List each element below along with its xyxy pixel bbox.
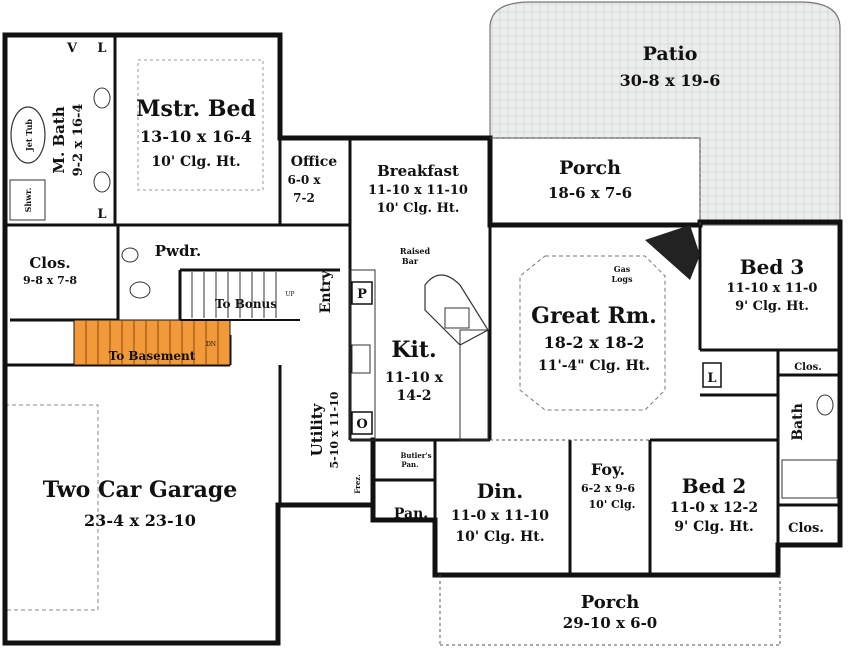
lavatory-1 (93, 87, 111, 109)
master-bath-name: M. Bath (50, 106, 68, 173)
cooktop (351, 344, 371, 374)
kitchen-dims1: 11-10 x (385, 370, 444, 386)
dn-label: DN (206, 341, 216, 348)
master-ceiling-outline (137, 59, 264, 191)
master-bath-v: V (66, 41, 78, 56)
master-bath-l: L (97, 41, 106, 56)
great-room-ceiling: 11'-4" Clg. Ht. (538, 358, 650, 374)
bath-label: Bath (790, 403, 806, 441)
patio-area (489, 1, 841, 226)
fireplace (645, 225, 700, 280)
up-label: UP (285, 291, 294, 298)
breakfast-ceiling: 10' Clg. Ht. (377, 201, 460, 216)
gas-logs-line2: Logs (611, 274, 633, 284)
utility-name: Utility (308, 402, 326, 456)
master-bath-l2: L (97, 207, 106, 222)
office-dims2: 7-2 (293, 191, 315, 205)
freezer-label: Frez. (353, 474, 362, 493)
dining-dims: 11-0 x 11-10 (451, 508, 549, 524)
entry-label: Entry (318, 270, 334, 314)
kitchen-name: Kit. (391, 337, 436, 363)
utility-dims: 5-10 x 11-10 (328, 391, 341, 468)
rear-porch-dims: 18-6 x 7-6 (548, 184, 632, 202)
great-room-dims: 18-2 x 18-2 (544, 333, 645, 352)
garage-dims: 23-4 x 23-10 (84, 511, 196, 530)
master-bed-ceiling: 10' Clg. Ht. (151, 154, 240, 170)
master-bed-dims: 13-10 x 16-4 (140, 127, 252, 146)
pantry-label: P (357, 287, 367, 302)
bath-sink (816, 394, 834, 416)
patio-dims: 30-8 x 19-6 (620, 71, 721, 90)
jet-tub (10, 106, 46, 164)
bed2-ceiling: 9' Clg. Ht. (674, 519, 753, 535)
bed2-dims: 11-0 x 12-2 (670, 500, 758, 516)
gas-logs-line1: Gas (614, 264, 631, 274)
breakfast-name: Breakfast (377, 162, 459, 180)
foyer-dims: 6-2 x 9-6 (581, 482, 635, 495)
pantry-box (351, 281, 373, 305)
foyer-name: Foy. (591, 460, 625, 479)
master-bed-name: Mstr. Bed (136, 96, 256, 122)
bed3-dims: 11-10 x 11-0 (727, 281, 818, 296)
labels: Patio 30-8 x 19-6 Mstr. Bed 13-10 x 16-4… (23, 41, 824, 632)
butlers-line1: Butler's (400, 451, 431, 460)
clos-bed2-label: Clos. (788, 521, 824, 536)
powder-sink (121, 247, 139, 263)
garage-name: Two Car Garage (43, 477, 238, 503)
garage-parking-guide (4, 404, 99, 611)
basement-stairs (73, 319, 231, 366)
kitchen-counter (349, 269, 376, 441)
raised-bar-line1: Raised (400, 246, 431, 256)
clos-bed3-label: Clos. (794, 362, 822, 373)
master-bath-dims: 9-2 x 16-4 (71, 104, 86, 177)
lavatory-2 (93, 171, 111, 193)
dining-name: Din. (477, 479, 523, 503)
dining-ceiling: 10' Clg. Ht. (455, 529, 544, 545)
to-bonus-label: To Bonus (215, 297, 277, 311)
kitchen-sink (444, 307, 470, 329)
great-room-name: Great Rm. (531, 303, 657, 329)
kitchen-dims2: 14-2 (396, 388, 431, 404)
front-porch-dims: 29-10 x 6-0 (563, 614, 657, 632)
powder-toilet (129, 281, 151, 299)
office-name: Office (291, 154, 338, 170)
basement-stair-treads (85, 320, 219, 365)
raised-bar-island (424, 274, 489, 346)
great-room-ceiling-outline (519, 255, 666, 411)
front-porch-name: Porch (581, 592, 640, 613)
to-basement-label: To Basement (109, 349, 196, 363)
bed3-ceiling: 9' Clg. Ht. (735, 299, 809, 314)
office-dims1: 6-0 x (287, 173, 321, 187)
kitchen-counter-right (459, 329, 489, 441)
oven-box (351, 411, 373, 435)
pan-label: Pan. (394, 506, 428, 522)
bed3-name: Bed 3 (740, 255, 805, 279)
closet-master-dims: 9-8 x 7-8 (23, 274, 77, 287)
linen-box (702, 362, 722, 388)
foyer-ceiling: 10' Clg. (589, 498, 636, 511)
raised-bar-line2: Bar (402, 256, 419, 266)
butlers-line2: Pan. (401, 460, 418, 469)
closet-master-name: Clos. (29, 254, 70, 272)
oven-label: O (356, 417, 367, 432)
powder-name: Pwdr. (155, 242, 201, 260)
openings (439, 137, 781, 646)
breakfast-dims: 11-10 x 11-10 (368, 183, 468, 198)
rear-porch-name: Porch (559, 157, 621, 179)
bed2-name: Bed 2 (682, 474, 747, 498)
shower-label: Shwr. (23, 187, 33, 212)
bath-tub (781, 459, 838, 499)
jet-tub-label: Jet Tub (24, 119, 34, 152)
linen-label: L (707, 371, 716, 386)
patio-name: Patio (643, 43, 698, 65)
shower (9, 179, 46, 221)
bonus-stair-treads (191, 272, 277, 318)
